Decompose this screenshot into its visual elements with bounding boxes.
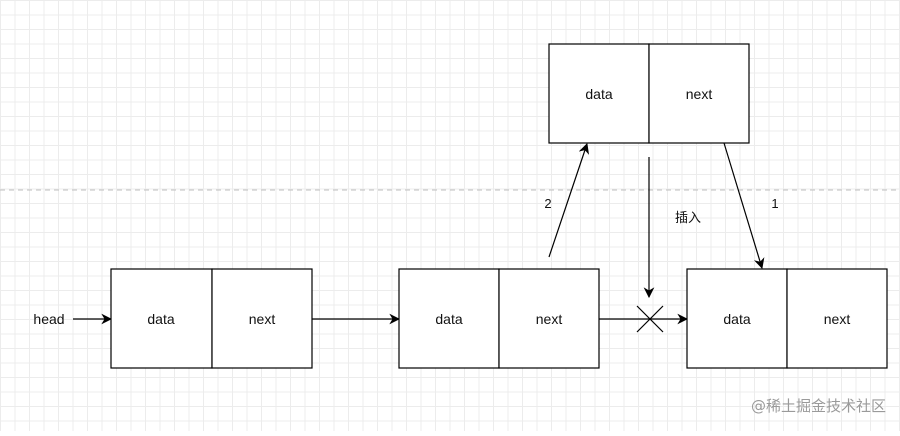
node-new-next-cell <box>648 43 750 144</box>
node-d-data-cell <box>686 268 788 369</box>
broken-link-x-icon <box>636 305 664 333</box>
list-node-a: data next <box>110 268 313 369</box>
node-b-data-label: data <box>435 311 462 327</box>
list-node-new: data next <box>548 43 750 144</box>
arrow-step-one <box>723 142 765 270</box>
node-new-data-cell <box>548 43 650 144</box>
node-new-data-label: data <box>585 86 612 102</box>
node-a-next-label: next <box>249 311 276 327</box>
node-d-next-cell <box>786 268 888 369</box>
watermark-text: @稀土掘金技术社区 <box>751 397 886 415</box>
node-d-next-label: next <box>824 311 851 327</box>
insert-label: 插入 <box>675 210 701 225</box>
step-two-label: 2 <box>544 196 551 211</box>
list-node-d: data next <box>686 268 888 369</box>
step-one-label: 1 <box>771 196 778 211</box>
node-b-next-cell <box>498 268 600 369</box>
arrow-step-two <box>548 142 590 258</box>
node-b-next-label: next <box>536 311 563 327</box>
node-d-data-label: data <box>723 311 750 327</box>
head-label: head <box>33 311 64 327</box>
node-a-data-label: data <box>147 311 174 327</box>
node-b-data-cell <box>398 268 500 369</box>
node-a-next-cell <box>211 268 313 369</box>
list-node-b: data next <box>398 268 600 369</box>
node-new-next-label: next <box>686 86 713 102</box>
